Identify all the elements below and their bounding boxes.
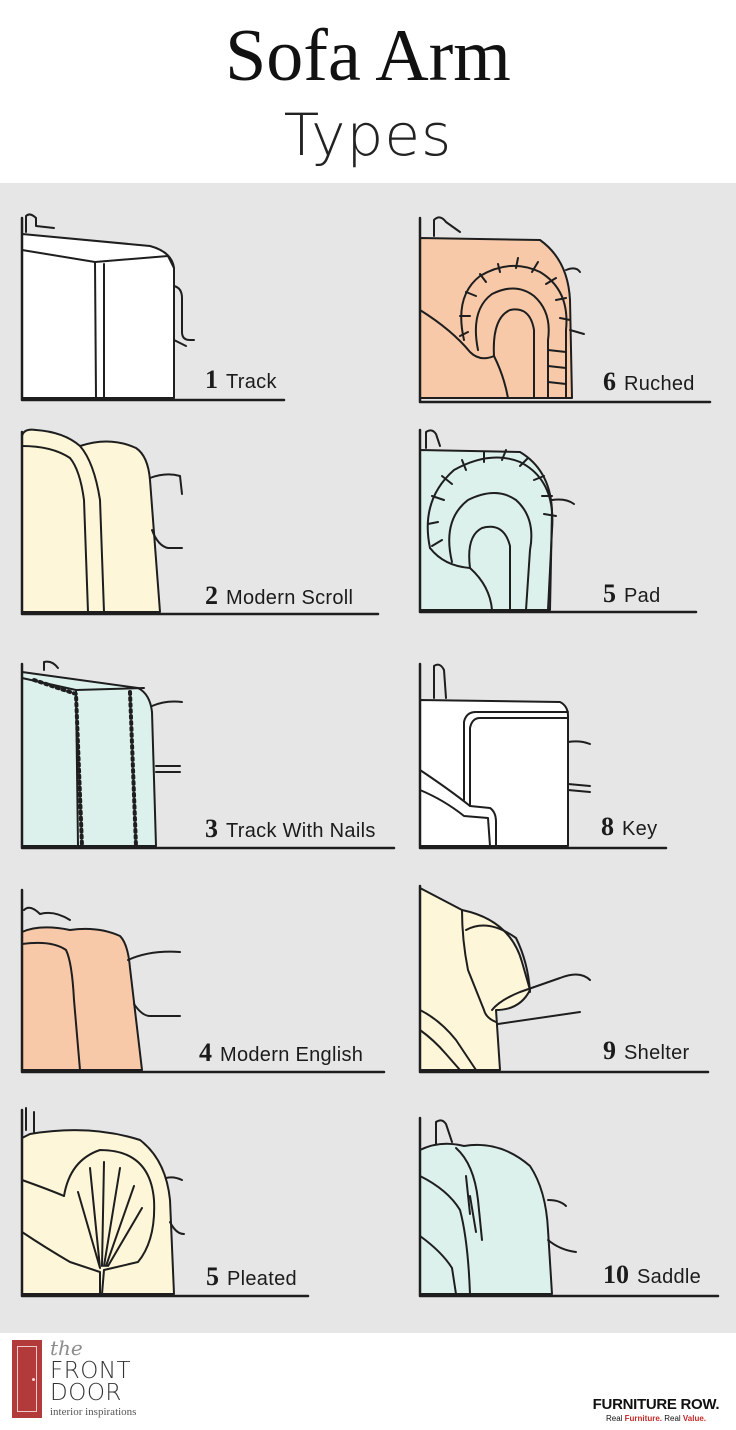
track-arm-illustration — [20, 213, 286, 402]
logo-door: DOOR — [50, 1380, 122, 1406]
arm-label-pad: 5 Pad — [603, 579, 661, 609]
arm-number: 2 — [205, 581, 218, 610]
key-arm-illustration — [418, 662, 668, 850]
pad-arm-illustration — [418, 428, 698, 614]
arm-name: Modern English — [220, 1044, 364, 1066]
arm-name: Pleated — [227, 1268, 297, 1290]
arm-number: 5 — [206, 1262, 219, 1291]
furniture-row-name: FURNITURE ROW. — [592, 1396, 720, 1413]
arm-name: Modern Scroll — [226, 587, 354, 609]
furniture-row-logo: FURNITURE ROW. Real Furniture. Real Valu… — [586, 1338, 726, 1426]
footer — [0, 1333, 736, 1430]
arm-number: 6 — [603, 367, 616, 396]
arm-label-ruched: 6 Ruched — [603, 367, 695, 397]
arm-label-modern-scroll: 2 Modern Scroll — [205, 581, 353, 611]
pleated-arm-illustration — [20, 1107, 310, 1298]
furniture-row-tagline: Real Furniture. Real Value. — [605, 1414, 707, 1423]
the-front-door-logo: the FRONT DOOR interior inspirations — [10, 1336, 150, 1422]
arm-name: Key — [622, 818, 658, 840]
logo-the: the — [50, 1336, 83, 1360]
arm-name: Track With Nails — [226, 820, 376, 842]
arm-number: 3 — [205, 814, 218, 843]
logo-tagline: interior inspirations — [50, 1406, 137, 1418]
arm-number: 5 — [603, 579, 616, 608]
saddle-arm-illustration — [418, 1116, 720, 1298]
arm-name: Shelter — [624, 1042, 690, 1064]
arm-number: 9 — [603, 1036, 616, 1065]
arm-number: 1 — [205, 365, 218, 394]
arm-label-track: 1 Track — [205, 365, 277, 395]
modern-english-arm-illustration — [20, 888, 386, 1074]
arm-number: 8 — [601, 812, 614, 841]
door-icon — [12, 1340, 42, 1418]
page-subtitle: Types — [283, 101, 453, 169]
shelter-arm-illustration — [418, 884, 710, 1074]
arm-number: 10 — [603, 1260, 629, 1289]
arm-label-track-with-nails: 3 Track With Nails — [205, 814, 376, 844]
arm-number: 4 — [199, 1038, 212, 1067]
ruched-arm-illustration — [418, 216, 712, 404]
arm-label-modern-english: 4 Modern English — [199, 1038, 363, 1068]
header: Sofa Arm Types — [0, 0, 736, 183]
arm-label-pleated: 5 Pleated — [206, 1262, 297, 1292]
arm-name: Saddle — [637, 1266, 702, 1288]
arm-name: Track — [226, 371, 277, 393]
arm-label-key: 8 Key — [601, 812, 657, 842]
arm-label-shelter: 9 Shelter — [603, 1036, 689, 1066]
modern-scroll-arm-illustration — [20, 428, 380, 616]
arm-label-saddle: 10 Saddle — [603, 1260, 701, 1290]
track-with-nails-arm-illustration — [20, 660, 396, 850]
page-title: Sofa Arm — [225, 15, 511, 97]
arm-name: Ruched — [624, 373, 695, 395]
logo-front: FRONT — [50, 1358, 132, 1384]
arm-name: Pad — [624, 585, 661, 607]
